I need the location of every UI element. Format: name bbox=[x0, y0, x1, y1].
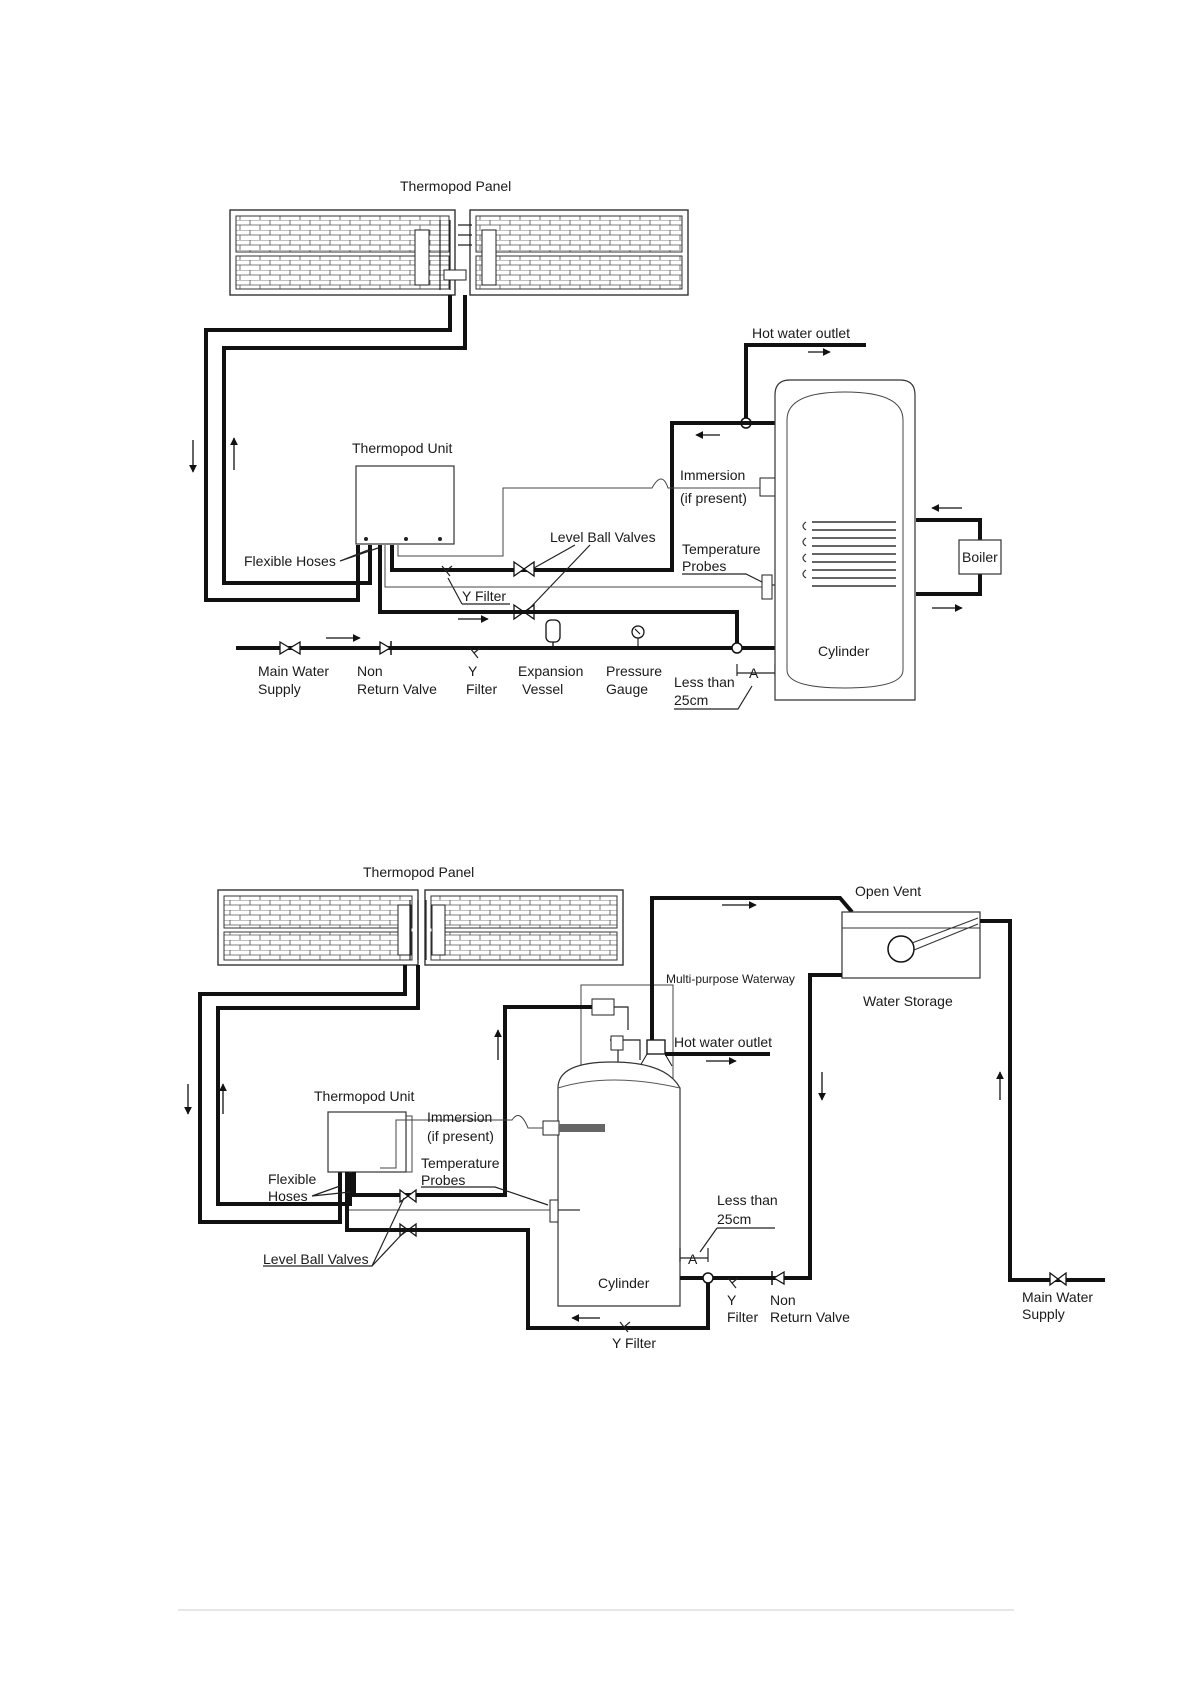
cylinder-label: Cylinder bbox=[818, 643, 870, 659]
y-filter bbox=[441, 565, 453, 577]
hoses-label: Hoses bbox=[268, 1188, 308, 1204]
immersion-note: (if present) bbox=[680, 490, 747, 506]
filter-label: Filter bbox=[466, 681, 497, 697]
cold-return-pipe bbox=[345, 1172, 710, 1330]
marker-a: A bbox=[688, 1251, 698, 1267]
panel-flow-pipe bbox=[198, 965, 407, 1224]
non-return-valve bbox=[379, 640, 392, 656]
diagram-top: Thermopod Panel Thermopod Unit Hot water… bbox=[189, 178, 1002, 710]
non-label: Non bbox=[770, 1292, 796, 1308]
level-ball-valves-label: Level Ball Valves bbox=[263, 1251, 369, 1267]
probes-label: Probes bbox=[421, 1172, 465, 1188]
panel-return-pipe bbox=[216, 965, 420, 1206]
level-ball-valves-label: Level Ball Valves bbox=[550, 529, 656, 545]
panel-return-pipe bbox=[222, 295, 467, 585]
boiler-label: Boiler bbox=[962, 549, 998, 565]
supply-valve bbox=[1049, 1271, 1067, 1287]
flexible-hoses-label: Flexible Hoses bbox=[244, 553, 336, 569]
water-storage-label: Water Storage bbox=[863, 993, 953, 1009]
level-ball-valve bbox=[513, 560, 535, 578]
cold-feed-pipe bbox=[378, 545, 739, 648]
y-filter-inline-label: Y Filter bbox=[462, 588, 506, 604]
non-return-valve bbox=[771, 1270, 785, 1286]
gauge-label: Gauge bbox=[606, 681, 648, 697]
vessel-label: Vessel bbox=[522, 681, 563, 697]
hot-water-connector bbox=[639, 1039, 673, 1067]
y-filter bbox=[727, 1277, 739, 1289]
marker-a: A bbox=[749, 665, 759, 681]
panel-title: Thermopod Panel bbox=[400, 178, 511, 194]
immersion-cable bbox=[397, 478, 760, 557]
return-valve-label: Return Valve bbox=[770, 1309, 850, 1325]
water-storage-tank bbox=[841, 911, 981, 979]
main-water-label: Main Water bbox=[258, 663, 329, 679]
storage-to-main-pipe bbox=[980, 919, 1105, 1282]
diagram-bottom: Thermopod Panel Thermopod Unit Multi-pur… bbox=[184, 864, 1105, 1351]
less-than-label: Less than bbox=[674, 674, 735, 690]
y-filter bbox=[619, 1321, 631, 1333]
panel-title: Thermopod Panel bbox=[363, 864, 474, 880]
panel-flow-pipe bbox=[204, 295, 452, 602]
temperature-label: Temperature bbox=[682, 541, 761, 557]
pressure-gauge bbox=[631, 625, 645, 648]
hot-return-pipe bbox=[390, 421, 775, 572]
hot-water-outlet-label: Hot water outlet bbox=[752, 325, 850, 341]
y-label: Y bbox=[468, 663, 478, 679]
expansion-label: Expansion bbox=[518, 663, 583, 679]
temperature-label: Temperature bbox=[421, 1155, 500, 1171]
cylinder bbox=[774, 379, 916, 701]
probes-label: Probes bbox=[682, 558, 726, 574]
immersion-label: Immersion bbox=[427, 1109, 492, 1125]
cylinder bbox=[542, 1061, 681, 1307]
storage-down-pipe bbox=[770, 973, 842, 1280]
unit-title: Thermopod Unit bbox=[352, 440, 452, 456]
unit-to-waterway-pipe bbox=[352, 1005, 592, 1197]
thermopod-panel bbox=[229, 209, 689, 296]
distance-label: 25cm bbox=[717, 1211, 751, 1227]
flexible-label: Flexible bbox=[268, 1171, 316, 1187]
expansion-vessel bbox=[545, 619, 561, 648]
non-label: Non bbox=[357, 663, 383, 679]
filter-label: Filter bbox=[727, 1309, 758, 1325]
thermopod-unit bbox=[327, 1111, 407, 1173]
immersion-label: Immersion bbox=[680, 467, 745, 483]
unit-title: Thermopod Unit bbox=[314, 1088, 414, 1104]
less-than-label: Less than bbox=[717, 1192, 778, 1208]
cylinder-label: Cylinder bbox=[598, 1275, 650, 1291]
distance-label: 25cm bbox=[674, 692, 708, 708]
y-label: Y bbox=[727, 1292, 737, 1308]
thermopod-panel bbox=[217, 889, 624, 966]
supply-label: Supply bbox=[258, 681, 301, 697]
open-vent-pipe bbox=[650, 896, 854, 1044]
pressure-label: Pressure bbox=[606, 663, 662, 679]
supply-label: Supply bbox=[1022, 1306, 1065, 1322]
immersion-note: (if present) bbox=[427, 1128, 494, 1144]
y-filter bbox=[469, 647, 481, 659]
hot-water-outlet-label: Hot water outlet bbox=[674, 1034, 772, 1050]
return-valve-label: Return Valve bbox=[357, 681, 437, 697]
open-vent-label: Open Vent bbox=[855, 883, 921, 899]
main-water-label: Main Water bbox=[1022, 1289, 1093, 1305]
supply-valve bbox=[279, 640, 301, 656]
immersion-cable bbox=[380, 1115, 543, 1169]
boiler bbox=[958, 539, 1002, 575]
thermopod-unit bbox=[355, 465, 455, 545]
y-filter-bottom-label: Y Filter bbox=[612, 1335, 656, 1351]
temperature-probe-line bbox=[384, 545, 762, 588]
waterway-label: Multi-purpose Waterway bbox=[666, 972, 795, 986]
